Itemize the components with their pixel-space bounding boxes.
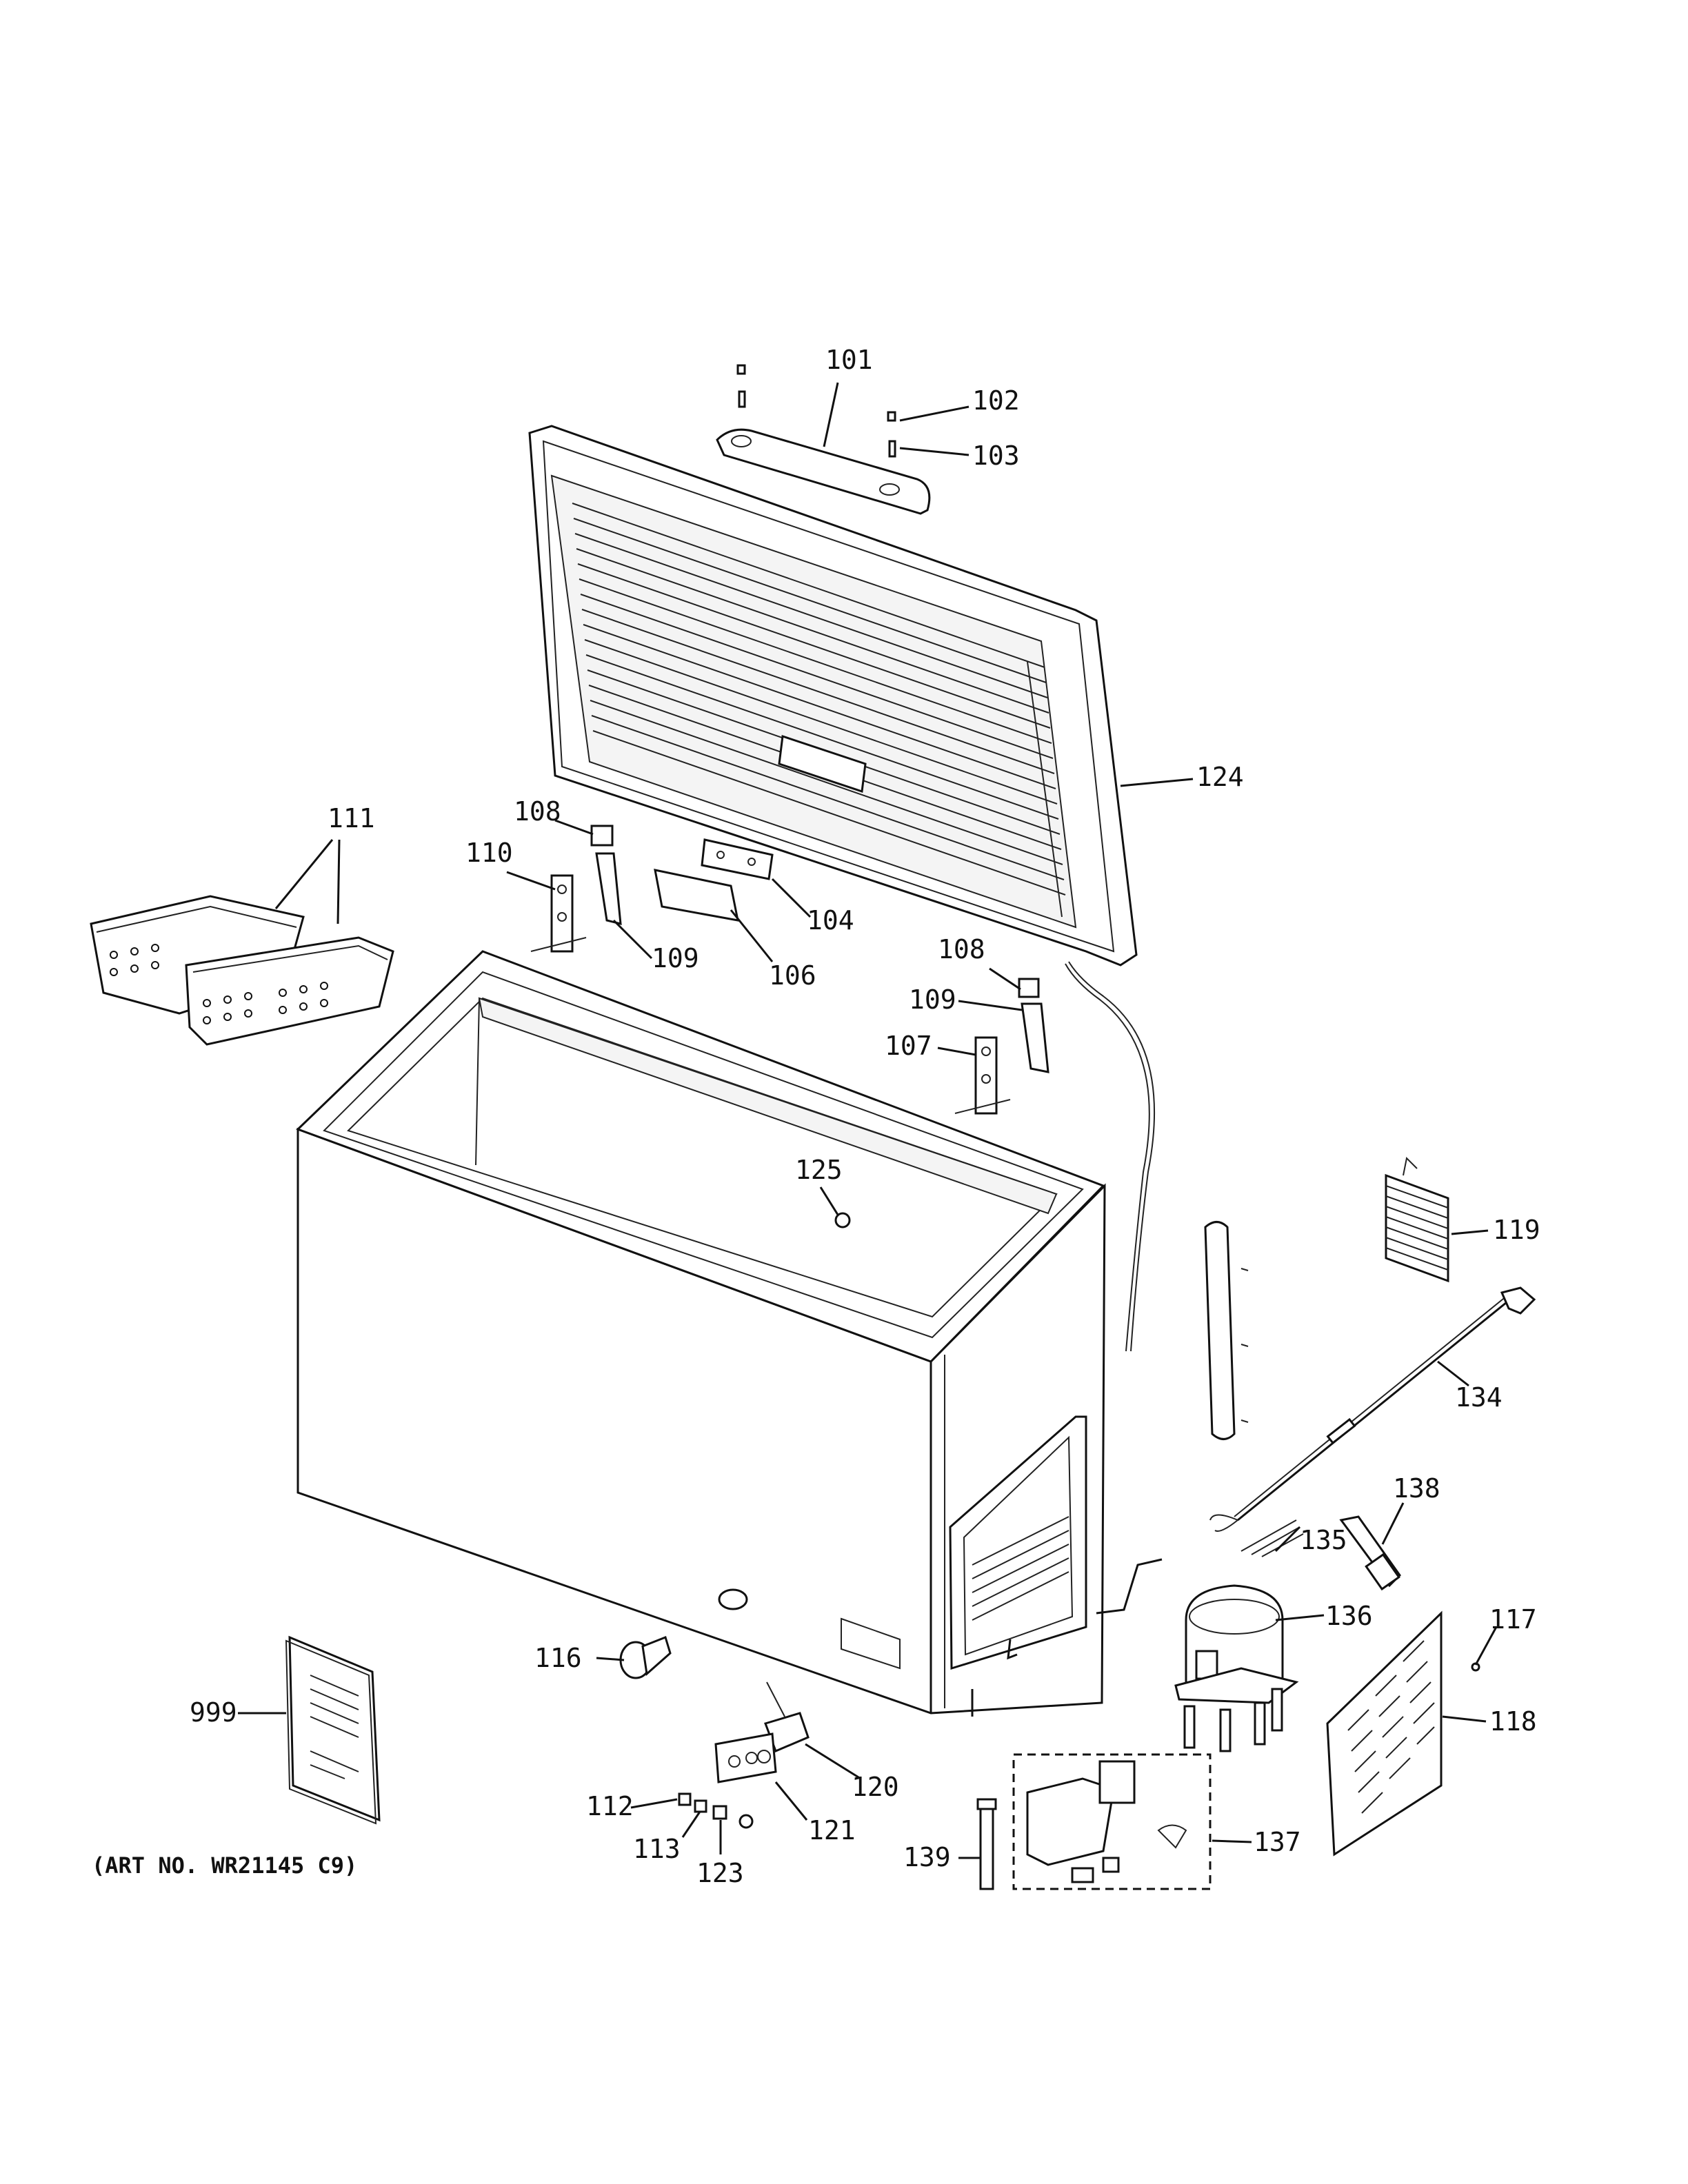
rear-grille — [1326, 1610, 1443, 1857]
callout-103: 103 — [972, 441, 1020, 471]
control-panel-plate — [714, 1732, 777, 1783]
callout-136: 136 — [1325, 1601, 1373, 1631]
callout-137: 137 — [1254, 1827, 1301, 1857]
callout-106: 106 — [769, 960, 816, 991]
callout-112: 112 — [586, 1791, 634, 1821]
callout-135: 135 — [1300, 1525, 1347, 1555]
owners-manual — [285, 1635, 381, 1825]
callout-125: 125 — [795, 1155, 843, 1185]
callout-121: 121 — [808, 1815, 856, 1846]
callout-labels: 101 102 103 124 108 110 109 104 106 108 … — [92, 345, 1540, 1888]
control-housing — [701, 838, 774, 880]
callout-119: 119 — [1493, 1215, 1540, 1245]
callout-117: 117 — [1489, 1604, 1537, 1635]
leader-lines — [238, 382, 1498, 1859]
art-number: (ART NO. WR21145 C9) — [92, 1852, 357, 1879]
control-cover — [654, 869, 739, 922]
callout-138: 138 — [1393, 1473, 1440, 1504]
handle-screws — [736, 364, 896, 458]
callout-139: 139 — [903, 1842, 951, 1872]
condenser-strip — [1204, 1221, 1249, 1440]
callout-124: 124 — [1196, 762, 1244, 792]
callout-102: 102 — [972, 385, 1020, 416]
callout-111: 111 — [328, 803, 375, 833]
callout-116: 116 — [534, 1643, 582, 1673]
control-knobs — [678, 1792, 754, 1829]
cold-control-capillary — [1209, 1286, 1536, 1532]
process-tube — [976, 1798, 997, 1890]
compressor — [1174, 1584, 1299, 1752]
callout-110: 110 — [465, 838, 513, 868]
drain-cap — [619, 1636, 672, 1679]
freezer-lid — [528, 425, 1138, 967]
callout-999: 999 — [190, 1697, 237, 1728]
lid-handle — [716, 428, 931, 515]
callout-108-right: 108 — [938, 934, 985, 964]
wire-harness — [1240, 1519, 1304, 1557]
condenser-coil — [1385, 1156, 1449, 1283]
callout-123: 123 — [696, 1858, 744, 1888]
hinge-right — [954, 978, 1049, 1115]
callout-118: 118 — [1489, 1706, 1537, 1737]
callout-109-left: 109 — [652, 943, 699, 973]
callout-109-right: 109 — [909, 984, 956, 1015]
callout-134: 134 — [1455, 1382, 1503, 1413]
relay-tube — [1339, 1515, 1401, 1591]
callout-113: 113 — [633, 1834, 681, 1864]
hinge-left — [530, 825, 622, 953]
callout-120: 120 — [852, 1772, 899, 1802]
storage-baskets — [90, 895, 394, 1046]
freezer-cabinet — [296, 950, 1106, 1717]
callout-108-left: 108 — [514, 796, 561, 827]
callout-101: 101 — [825, 345, 873, 375]
callout-104: 104 — [807, 905, 854, 936]
start-relay-kit — [1012, 1753, 1212, 1890]
power-cord — [1068, 961, 1156, 1352]
callout-107: 107 — [885, 1031, 932, 1061]
